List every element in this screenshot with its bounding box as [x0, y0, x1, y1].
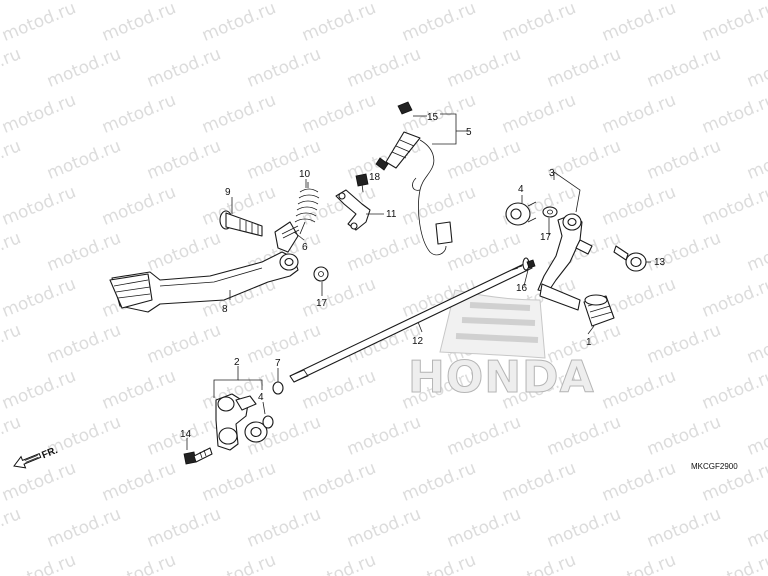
callout-14: 14 — [180, 429, 192, 440]
callout-18: 18 — [369, 172, 381, 183]
bolt-18 — [355, 173, 369, 193]
joint-bottom — [244, 415, 274, 443]
callout-6: 6 — [302, 242, 308, 253]
honda-logo: HONDA — [408, 289, 595, 404]
figure-code: MKCGF2900 — [691, 462, 738, 471]
pivot-bolt — [219, 210, 263, 237]
callout-5: 5 — [466, 127, 472, 138]
callouts: 1 2 3 4 4 5 6 7 8 9 10 11 12 13 14 15 16… — [180, 112, 666, 440]
collar-16 — [526, 259, 536, 269]
callout-16: 16 — [516, 283, 528, 294]
joint-top — [505, 201, 558, 226]
callout-15: 15 — [427, 112, 439, 123]
brake-pedal — [109, 221, 299, 313]
front-label: FR. — [40, 445, 59, 461]
callout-1: 1 — [586, 337, 592, 348]
return-spring — [294, 182, 320, 235]
callout-4-top: 4 — [518, 184, 524, 195]
callout-12: 12 — [412, 336, 424, 347]
bolt-14 — [183, 447, 213, 465]
shift-pedal — [537, 213, 593, 311]
callout-13: 13 — [654, 257, 666, 268]
washer-17-left — [313, 266, 329, 282]
callout-4-bottom: 4 — [258, 392, 264, 403]
shift-rod — [289, 257, 533, 383]
callout-11: 11 — [386, 209, 397, 220]
brake-switch — [375, 101, 453, 256]
callout-17-left: 17 — [316, 298, 328, 309]
callout-10: 10 — [299, 169, 311, 180]
callout-2: 2 — [234, 357, 240, 368]
arrow-left-icon — [13, 453, 42, 469]
callout-17-right: 17 — [540, 232, 552, 243]
front-direction-marker: FR. — [13, 445, 60, 469]
nut-7 — [272, 381, 284, 395]
cotter-pin — [281, 225, 300, 239]
leader-lines — [186, 113, 651, 450]
shift-peg-rubber — [583, 294, 615, 327]
callout-3: 3 — [549, 168, 555, 179]
shift-arm — [215, 393, 257, 451]
callout-9: 9 — [225, 187, 231, 198]
shift-bolt — [613, 245, 647, 272]
callout-7: 7 — [275, 358, 281, 369]
bracket — [335, 189, 371, 231]
honda-logo-text: HONDA — [408, 352, 595, 403]
callout-8: 8 — [222, 304, 228, 315]
